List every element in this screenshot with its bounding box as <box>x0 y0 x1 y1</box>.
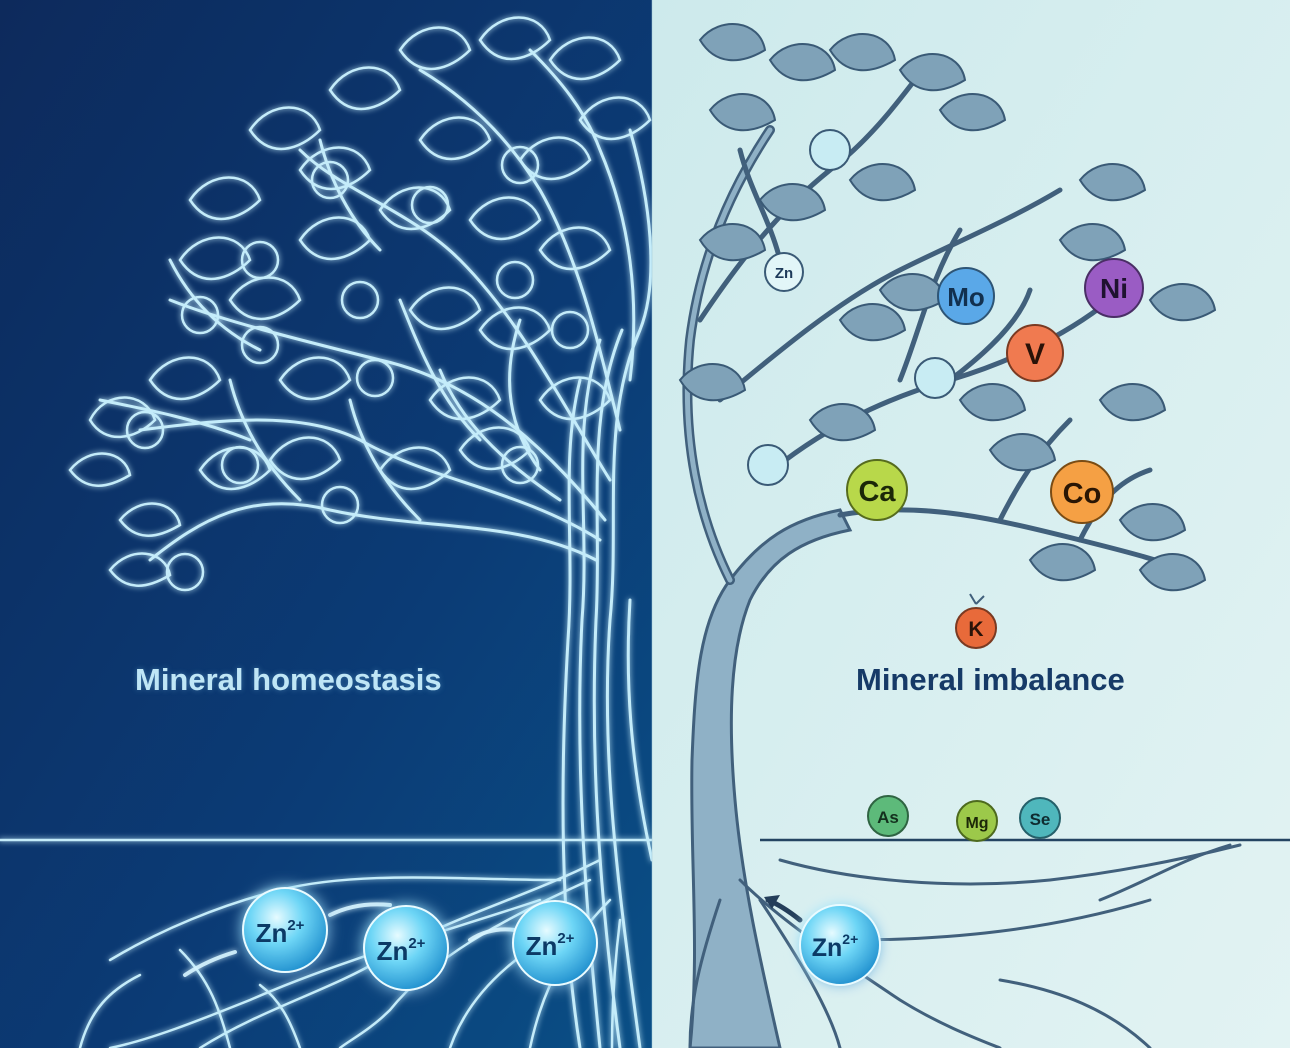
zinc-ion-2: Zn2+ <box>364 906 448 990</box>
right-panel-label: Mineral imbalance <box>856 662 1125 698</box>
svg-text:Ca: Ca <box>858 476 896 508</box>
fruit-ni: Ni <box>1085 259 1143 317</box>
fruit-v: V <box>1007 325 1063 381</box>
fruit-mo: Mo <box>938 268 994 324</box>
svg-text:K: K <box>968 618 983 641</box>
svg-text:Co: Co <box>1063 478 1102 510</box>
svg-text:V: V <box>1025 338 1045 371</box>
svg-text:Mo: Mo <box>947 282 985 312</box>
zinc-ion-1: Zn2+ <box>243 888 327 972</box>
svg-text:Ni: Ni <box>1100 273 1128 304</box>
zinc-ion-3: Zn2+ <box>513 901 597 985</box>
svg-text:Mg: Mg <box>965 815 988 832</box>
svg-text:Zn: Zn <box>775 265 793 282</box>
fruit-co: Co <box>1051 461 1113 523</box>
svg-text:Se: Se <box>1030 810 1051 829</box>
fruit-se: Se <box>1020 798 1060 838</box>
fruit-mg: Mg <box>957 801 997 841</box>
fruit-ca: Ca <box>847 460 907 520</box>
svg-text:As: As <box>877 808 899 827</box>
left-panel-label: Mineral homeostasis <box>135 662 442 698</box>
fruit-zn: Zn <box>765 253 803 291</box>
fruit-as: As <box>868 796 908 836</box>
zinc-ion-right: Zn2+ <box>800 905 880 985</box>
